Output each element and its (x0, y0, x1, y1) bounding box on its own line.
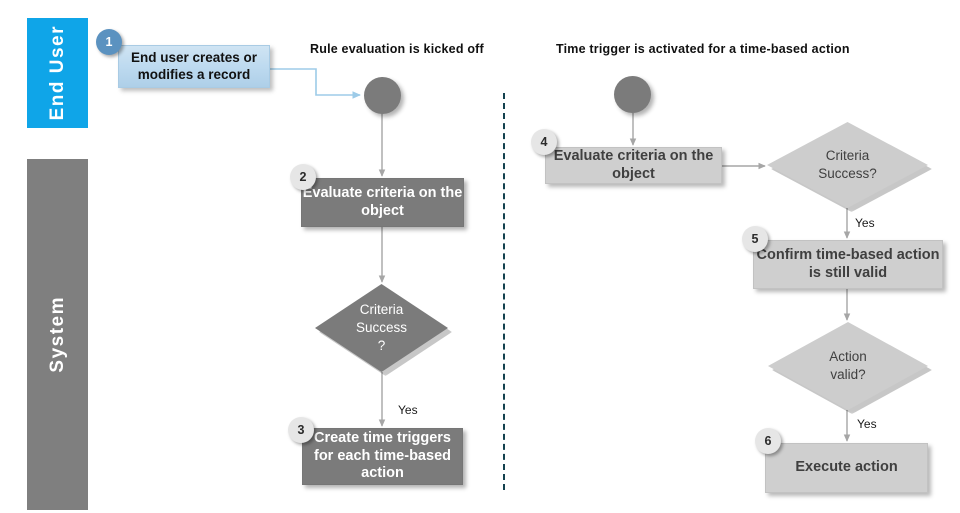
node-execute-action[interactable]: Execute action (765, 443, 928, 493)
node-label: Execute action (795, 459, 898, 476)
node-label: Evaluate criteria on the object (302, 184, 463, 219)
decision-label: Criteria Success ? (315, 284, 448, 372)
decision-criteria-success-left[interactable]: Criteria Success ? (315, 284, 452, 376)
decision-label: Action valid? (768, 322, 928, 410)
node-create-time-triggers[interactable]: Create time triggers for each time-based… (302, 428, 463, 485)
node-label: Evaluate criteria on the object (553, 147, 714, 182)
decision-label-line2: Success? (818, 166, 877, 181)
swimlane-end-user: End User (27, 18, 88, 128)
edge-label-yes-left: Yes (398, 403, 418, 417)
step-badge-3: 3 (288, 417, 314, 443)
heading-time-trigger: Time trigger is activated for a time-bas… (556, 42, 850, 56)
edge-label-yes-right-2: Yes (857, 417, 877, 431)
start-node-left (364, 77, 401, 114)
step-badge-4: 4 (531, 129, 557, 155)
section-divider (503, 93, 505, 490)
decision-label-line1: Criteria (359, 301, 404, 317)
step-badge-5: 5 (742, 226, 768, 252)
node-end-user-creates-record[interactable]: End user creates or modifies a record (118, 45, 270, 88)
start-node-right (614, 76, 651, 113)
step-badge-2: 2 (290, 164, 316, 190)
step-badge-1: 1 (96, 29, 122, 55)
step-badge-6: 6 (755, 428, 781, 454)
decision-label-line3: ? (377, 338, 386, 354)
node-label: Confirm time-based action is still valid (756, 246, 940, 281)
node-label: Create time triggers for each time-based… (314, 429, 451, 482)
node-evaluate-criteria-left[interactable]: Evaluate criteria on the object (301, 178, 464, 227)
decision-label: Criteria Success? (767, 122, 928, 208)
edge-label-yes-right-1: Yes (855, 216, 875, 230)
decision-label-line1: Action (829, 348, 867, 364)
node-confirm-action-valid[interactable]: Confirm time-based action is still valid (753, 240, 943, 289)
decision-criteria-success-right[interactable]: Criteria Success? (767, 122, 932, 212)
node-evaluate-criteria-right[interactable]: Evaluate criteria on the object (545, 147, 722, 184)
decision-label-line1: Criteria (825, 147, 870, 163)
node-label: End user creates or modifies a record (130, 50, 258, 82)
swimlane-system-label: System (46, 296, 68, 373)
decision-label-line2: Success (355, 319, 408, 335)
swimlane-end-user-label: End User (46, 25, 68, 121)
heading-rule-evaluation: Rule evaluation is kicked off (310, 42, 484, 56)
decision-label-line2: valid? (830, 367, 866, 382)
swimlane-system: System (27, 159, 88, 510)
decision-action-valid[interactable]: Action valid? (768, 322, 932, 414)
connector-box1-to-start (270, 68, 361, 99)
